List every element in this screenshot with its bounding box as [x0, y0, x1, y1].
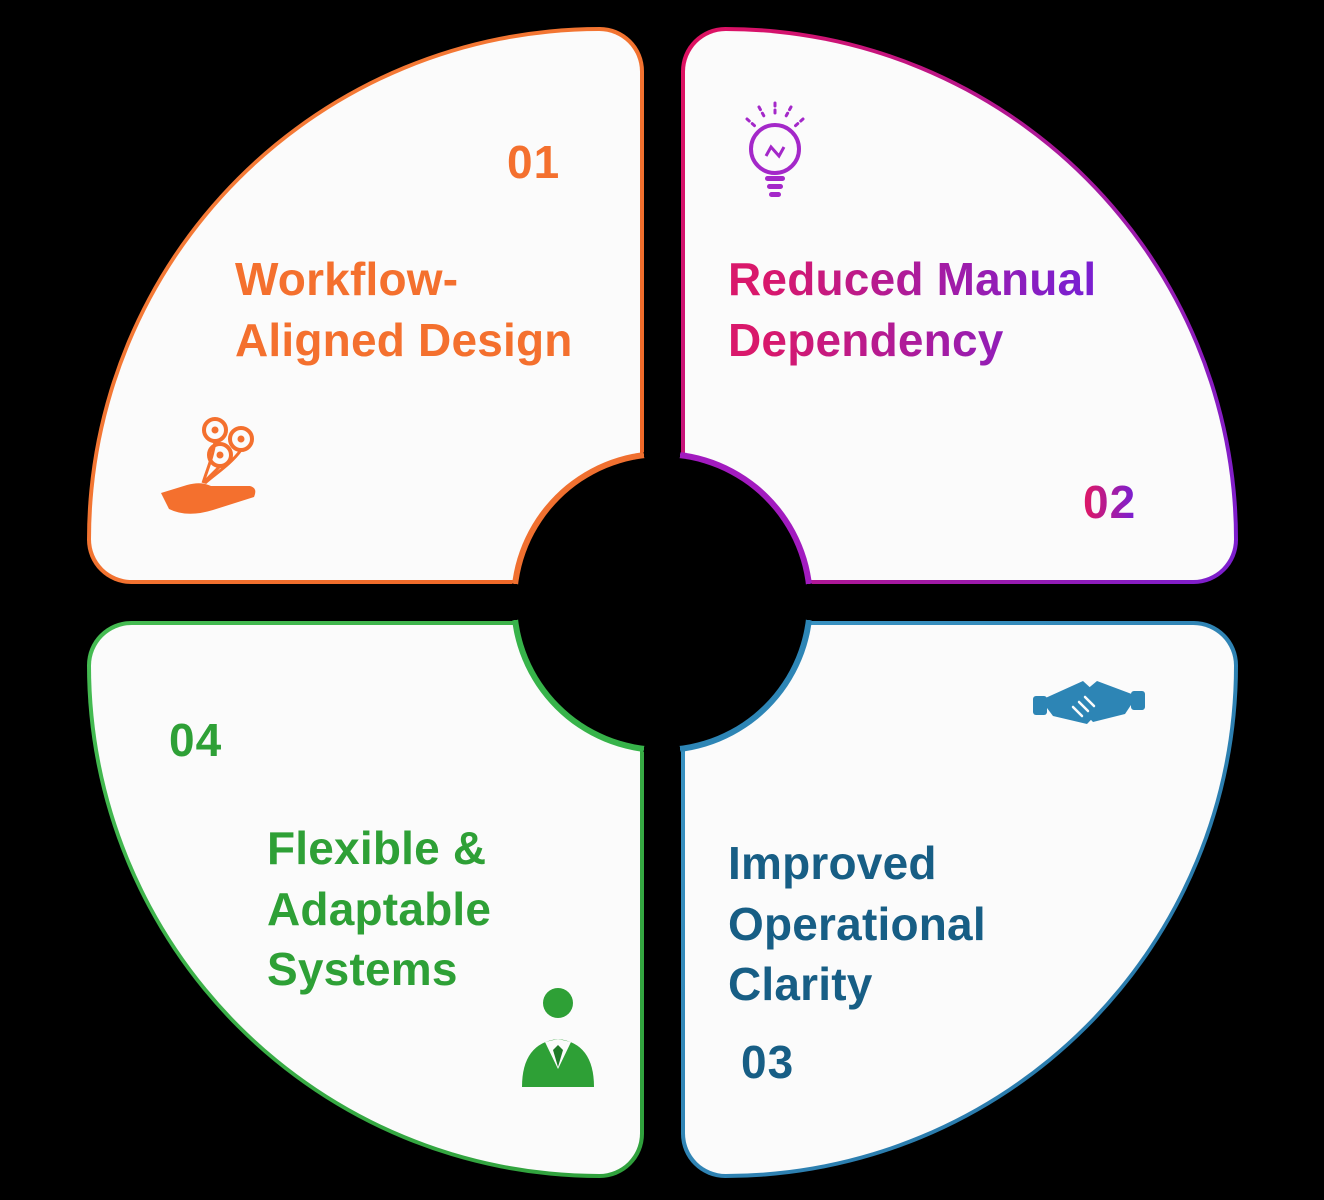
quadrant-title: Workflow- Aligned Design — [235, 249, 573, 370]
title-line: Adaptable — [267, 882, 492, 935]
title-line: Reduced Manual — [728, 253, 1097, 305]
title-line: Dependency — [728, 313, 1004, 366]
center-hub — [511, 451, 813, 753]
step-number: 04 — [169, 714, 223, 766]
quadrant-title: Reduced Manual Dependency — [728, 249, 1096, 370]
step-number: 03 — [741, 1036, 795, 1088]
title-line: Workflow- — [235, 253, 459, 305]
title-line: Systems — [267, 943, 458, 996]
quadrant-title: Improved Operational Clarity — [728, 833, 986, 1015]
quadrant-title: Flexible & Adaptable Systems — [267, 818, 491, 1000]
businessman-icon — [512, 981, 604, 1098]
title-line: Aligned Design — [235, 313, 573, 366]
title-line: Flexible & — [267, 822, 487, 874]
lightbulb-icon — [729, 97, 821, 214]
title-line: Clarity — [728, 958, 873, 1011]
step-number: 01 — [507, 136, 561, 188]
handshake-icon — [1033, 669, 1145, 746]
hand-with-flowers-icon — [157, 412, 272, 529]
title-line: Operational — [728, 897, 986, 950]
step-number: 02 — [1083, 476, 1137, 528]
title-line: Improved — [728, 837, 937, 889]
